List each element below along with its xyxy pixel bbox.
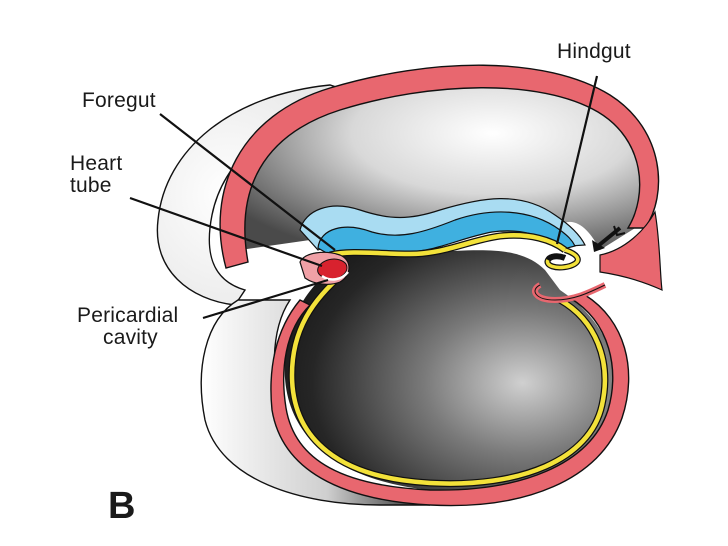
- leader-heart-tube: [129, 196, 323, 268]
- heart-tube-shape: [317, 258, 348, 280]
- panel-letter: B: [108, 485, 136, 527]
- label-heart-tube: Heart tube: [70, 153, 170, 197]
- label-heart-tube-line2: tube: [70, 174, 112, 197]
- leader-pericardial: [202, 278, 329, 320]
- label-pericardial-cavity: Pericardial cavity: [77, 305, 217, 349]
- tail-fold: [599, 210, 663, 291]
- label-pericardial-line2: cavity: [103, 326, 158, 349]
- label-heart-tube-line1: Heart: [70, 152, 123, 175]
- black-arrow-icon: [592, 225, 626, 252]
- label-foregut: Foregut: [82, 89, 156, 112]
- label-hindgut: Hindgut: [557, 40, 631, 63]
- amniotic-cavity: [234, 70, 651, 250]
- leader-hindgut: [555, 75, 599, 245]
- yolk-sac-cavity: [284, 250, 615, 492]
- leader-foregut: [159, 113, 336, 251]
- pericardial-cavity-shape: [321, 271, 349, 281]
- label-pericardial-line1: Pericardial: [77, 304, 179, 327]
- white-arrow-icon: [257, 254, 294, 273]
